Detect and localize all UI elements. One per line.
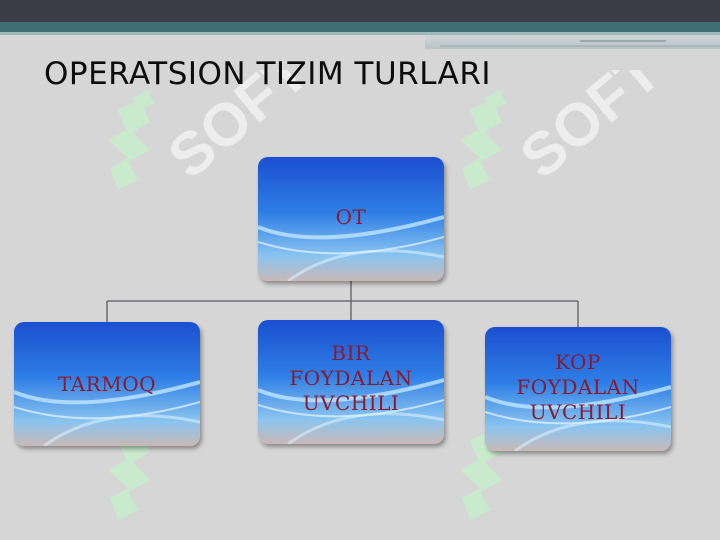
node-background bbox=[258, 157, 444, 281]
node-kop-foydalanuvchili[interactable]: KOP FOYDALAN UVCHILI bbox=[485, 327, 671, 451]
header-slant-line bbox=[440, 45, 720, 47]
node-root-label: OT bbox=[335, 204, 367, 229]
node-background bbox=[258, 320, 444, 444]
node-background bbox=[14, 322, 200, 446]
node-tarmoq[interactable]: TARMOQ bbox=[14, 322, 200, 446]
header-stripe bbox=[0, 22, 720, 32]
slide-title: OPERATSION TIZIM TURLARI bbox=[44, 56, 492, 92]
node-kop-label: KOP FOYDALAN UVCHILI bbox=[516, 349, 640, 424]
watermark-logo-icon: SOFT bbox=[460, 70, 660, 191]
node-background bbox=[485, 327, 671, 451]
node-bir-foydalanuvchili[interactable]: BIR FOYDALAN UVCHILI bbox=[258, 320, 444, 444]
header-bar bbox=[0, 0, 720, 22]
node-tarmoq-label: TARMOQ bbox=[57, 371, 157, 396]
header-slant-line bbox=[580, 40, 666, 42]
node-bir-label: BIR FOYDALAN UVCHILI bbox=[289, 340, 413, 415]
header-stripe-light bbox=[0, 32, 720, 35]
node-root[interactable]: OT bbox=[258, 157, 444, 281]
